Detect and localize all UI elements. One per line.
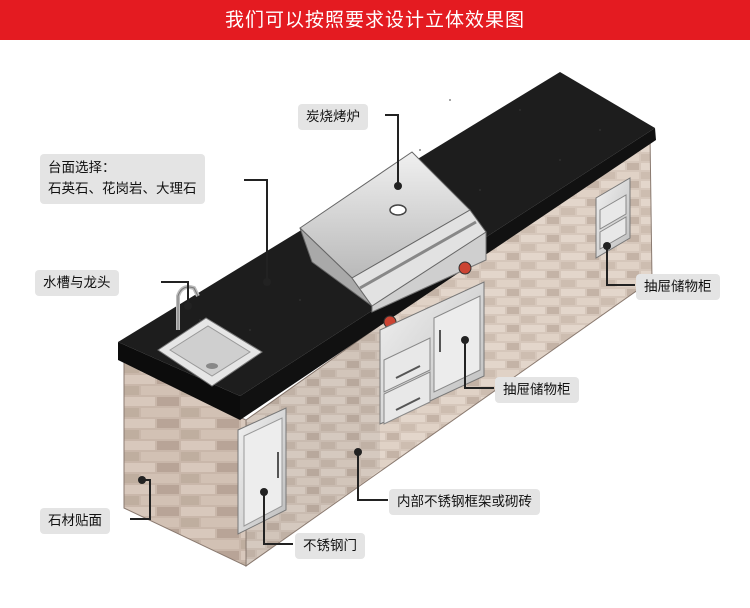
center-stainless-cabinet	[379, 281, 485, 425]
label-grill: 炭烧烤炉	[298, 104, 368, 130]
charcoal-grill	[299, 151, 487, 329]
label-frame: 内部不锈钢框架或砌砖	[389, 489, 540, 515]
title-banner	[0, 0, 750, 40]
label-countertop: 台面选择： 石英石、花岗岩、大理石	[40, 154, 205, 204]
label-sink: 水槽与龙头	[35, 270, 119, 296]
sink	[157, 285, 263, 387]
label-drawer-right: 抽屉储物柜	[636, 274, 720, 300]
label-countertop-title: 台面选择：	[48, 160, 116, 176]
label-stone-veneer: 石材贴面	[40, 508, 110, 534]
page-title: 我们可以按照要求设计立体效果图	[224, 9, 525, 31]
label-drawer-center: 抽屉储物柜	[495, 377, 579, 403]
label-countertop-options: 石英石、花岗岩、大理石	[48, 181, 197, 197]
label-steel-door: 不锈钢门	[295, 533, 365, 559]
right-drawer-unit	[595, 177, 631, 259]
stainless-door	[237, 407, 287, 535]
